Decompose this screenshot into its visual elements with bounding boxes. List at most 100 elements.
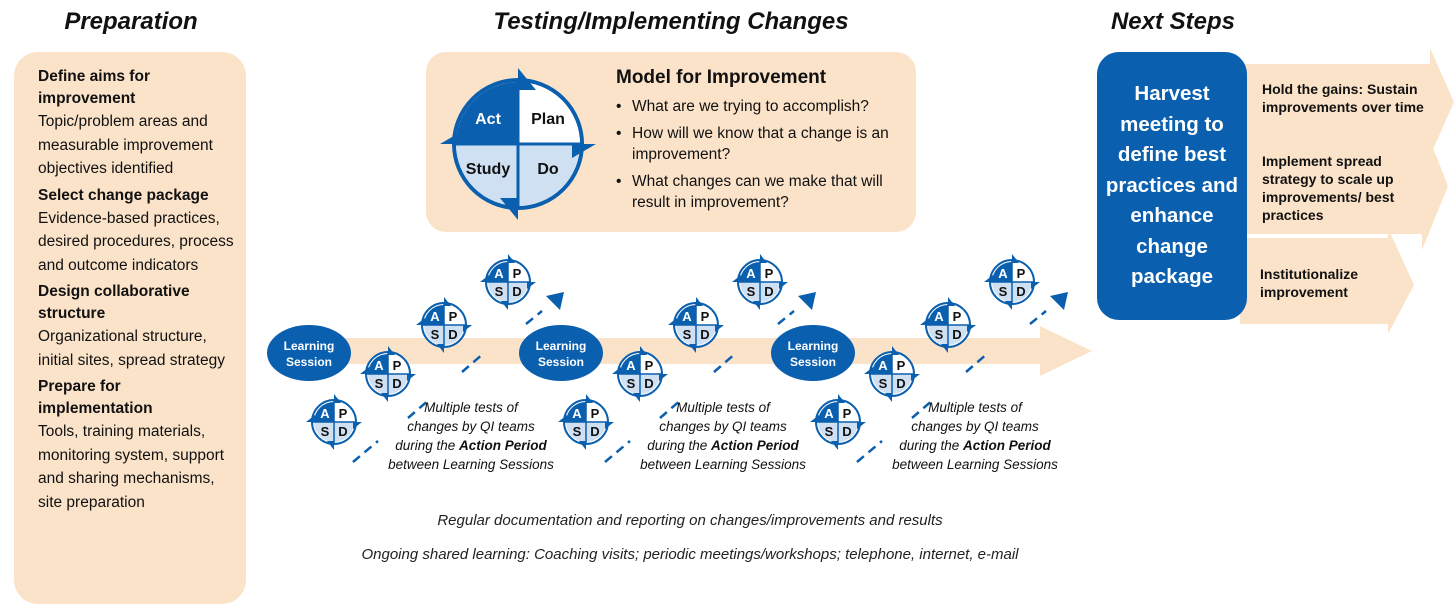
next-step-label-1: Hold the gains: Sustain improvements ove… bbox=[1262, 81, 1424, 115]
prep-section-aims: Define aims for improvement Topic/proble… bbox=[38, 66, 238, 181]
model-question: What changes can we make that will resul… bbox=[616, 171, 906, 213]
mini-cycle-a-label: A bbox=[824, 406, 834, 421]
mini-cycle-a-label: A bbox=[934, 309, 944, 324]
prep-heading: Prepare for implementation bbox=[38, 378, 153, 417]
model-question: What are we trying to accomplish? bbox=[616, 96, 906, 117]
action-period-caption-1: Multiple tests of changes by QI teams du… bbox=[388, 400, 554, 472]
mini-cycle-p-label: P bbox=[339, 406, 348, 421]
mini-cycle-a-label: A bbox=[998, 266, 1008, 281]
progress-dashed-line bbox=[407, 398, 431, 419]
cycle-act-label: Act bbox=[475, 111, 501, 128]
next-step-label-2: Implement spread strategy to scale up im… bbox=[1262, 153, 1395, 223]
mini-cycle-d-label: D bbox=[896, 376, 905, 391]
prep-text: Organizational structure, initial sites,… bbox=[38, 328, 225, 369]
mini-cycle-d-label: D bbox=[700, 327, 709, 342]
cycle-plan-label: Plan bbox=[531, 111, 565, 128]
cycle-do-label: Do bbox=[537, 161, 559, 178]
harvest-meeting-box: Harvest meeting to define best practices… bbox=[1097, 52, 1247, 320]
mini-cycle-p-label: P bbox=[897, 358, 906, 373]
mini-cycle-s-label: S bbox=[825, 424, 834, 439]
mini-cycle-d-label: D bbox=[764, 284, 773, 299]
mini-cycle-p-label: P bbox=[765, 266, 774, 281]
mini-cycle-a-label: A bbox=[320, 406, 330, 421]
mini-cycle-p-label: P bbox=[1017, 266, 1026, 281]
model-for-improvement-panel: Act Plan Study Do Model for Improvement … bbox=[426, 52, 916, 232]
prep-text: Evidence-based practices, desired proced… bbox=[38, 209, 234, 274]
pdsa-cycle-icon: Act Plan Study Do bbox=[440, 68, 596, 220]
mini-cycle-d-label: D bbox=[1016, 284, 1025, 299]
mini-cycle-d-label: D bbox=[338, 424, 347, 439]
mini-cycle-s-label: S bbox=[375, 376, 384, 391]
mini-cycle-s-label: S bbox=[495, 284, 504, 299]
mini-cycle-s-label: S bbox=[627, 376, 636, 391]
progress-dashed-line bbox=[1029, 310, 1047, 325]
learning-session-label: Learning bbox=[284, 339, 335, 353]
testing-title: Testing/Implementing Changes bbox=[493, 8, 849, 35]
progress-dashed-line bbox=[461, 352, 485, 373]
mini-cycle-p-label: P bbox=[701, 309, 710, 324]
prep-text: Tools, training materials, monitoring sy… bbox=[38, 423, 225, 511]
mini-cycle-d-label: D bbox=[952, 327, 961, 342]
prep-heading: Select change package bbox=[38, 186, 209, 204]
harvest-text: Harvest meeting to define best practices… bbox=[1105, 82, 1239, 289]
mini-cycle-p-label: P bbox=[393, 358, 402, 373]
action-period-caption-2: Multiple tests of changes by QI teams du… bbox=[640, 400, 806, 472]
mini-cycle-d-label: D bbox=[842, 424, 851, 439]
preparation-panel: Define aims for improvement Topic/proble… bbox=[14, 52, 246, 604]
mini-cycle-s-label: S bbox=[321, 424, 330, 439]
prep-text: Topic/problem areas and measurable impro… bbox=[38, 113, 213, 177]
mini-cycle-s-label: S bbox=[999, 284, 1008, 299]
progress-dashed-line bbox=[713, 352, 737, 373]
progress-dashed-line bbox=[659, 398, 683, 419]
progress-arrow-icon bbox=[1050, 292, 1068, 310]
next-step-label-3: Institutionalize improvement bbox=[1260, 266, 1358, 300]
progress-arrow-icon bbox=[798, 292, 816, 310]
progress-dashed-line bbox=[965, 352, 989, 373]
next-steps-arrows bbox=[1240, 48, 1454, 334]
mini-cycle-a-label: A bbox=[572, 406, 582, 421]
mini-cycle-d-label: D bbox=[590, 424, 599, 439]
shared-learning-note: Ongoing shared learning: Coaching visits… bbox=[361, 546, 1019, 563]
progress-dashed-line bbox=[911, 398, 935, 419]
mini-cycle-a-label: A bbox=[682, 309, 692, 324]
progress-dashed-line bbox=[856, 440, 883, 463]
progress-dashed-line bbox=[525, 310, 543, 325]
learning-session-label: Session bbox=[790, 355, 836, 369]
mini-cycle-p-label: P bbox=[843, 406, 852, 421]
mini-cycle-s-label: S bbox=[747, 284, 756, 299]
mini-cycle-d-label: D bbox=[392, 376, 401, 391]
next-step-arrow-3 bbox=[1240, 228, 1414, 334]
mini-cycle-a-label: A bbox=[374, 358, 384, 373]
next-steps-title: Next Steps bbox=[1110, 8, 1236, 35]
learning-session-label: Session bbox=[286, 355, 332, 369]
prep-heading: Define aims for improvement bbox=[38, 68, 150, 107]
mini-cycle-d-label: D bbox=[512, 284, 521, 299]
mini-cycle-a-label: A bbox=[746, 266, 756, 281]
progress-dashed-line bbox=[352, 440, 379, 463]
action-period-caption-3: Multiple tests of changes by QI teams du… bbox=[892, 400, 1058, 472]
preparation-title: Preparation bbox=[64, 8, 198, 35]
progress-arrow-icon bbox=[546, 292, 564, 310]
prep-heading: Design collaborative structure bbox=[38, 283, 190, 322]
mini-cycle-p-label: P bbox=[645, 358, 654, 373]
mini-cycle-p-label: P bbox=[513, 266, 522, 281]
next-step-arrow-1 bbox=[1240, 48, 1454, 156]
mini-cycle-s-label: S bbox=[573, 424, 582, 439]
mini-cycle-a-label: A bbox=[626, 358, 636, 373]
mini-cycle-a-label: A bbox=[878, 358, 888, 373]
mini-cycle-d-label: D bbox=[644, 376, 653, 391]
mini-cycle-p-label: P bbox=[953, 309, 962, 324]
mini-cycle-p-label: P bbox=[591, 406, 600, 421]
mini-cycle-a-label: A bbox=[430, 309, 440, 324]
